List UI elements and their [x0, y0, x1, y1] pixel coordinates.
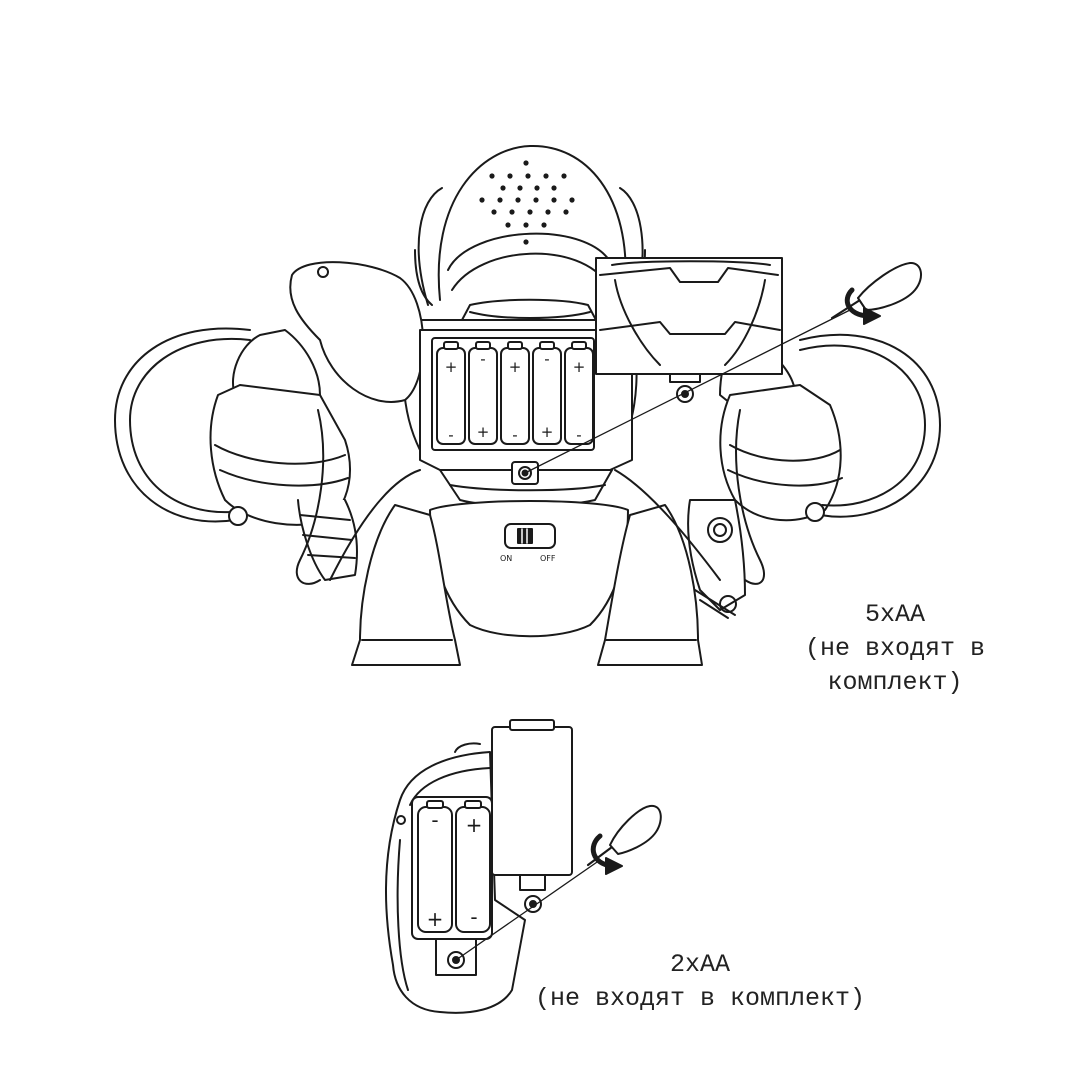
screw-icon [524, 895, 542, 913]
remote-battery-caption: 2xAA (не входят в комплект) [530, 948, 870, 1016]
robot-illustration: ON OFF [114, 144, 941, 666]
rotate-arrow-icon [844, 287, 881, 325]
robot-battery-compartment: + - + - + - + - + - [419, 329, 633, 485]
remote-battery-count: 2xAA [669, 950, 730, 979]
screw-icon [676, 385, 694, 403]
screwdriver-icon [586, 804, 662, 867]
robot-hip: ON OFF [429, 500, 629, 638]
remote-battery-cover [491, 719, 573, 913]
robot-legs [351, 504, 703, 666]
polarity-mark: - [448, 426, 453, 444]
remote-illustration: - + + - [385, 719, 662, 1014]
battery-icon [455, 800, 491, 933]
battery-icon [532, 341, 562, 445]
power-switch[interactable] [504, 523, 556, 549]
robot-head [414, 144, 646, 306]
polarity-mark: + [427, 907, 444, 931]
remote-battery-note: (не входят в комплект) [534, 984, 866, 1013]
switch-off-label: OFF [540, 554, 556, 563]
polarity-mark: + [445, 358, 458, 376]
robot-battery-note: (не входят в комплект) [804, 634, 986, 697]
polarity-mark: + [573, 358, 586, 376]
polarity-mark: - [544, 350, 549, 368]
polarity-mark: - [480, 350, 485, 368]
robot-left-arm [114, 261, 425, 585]
robot-battery-count: 5xAA [864, 600, 925, 629]
polarity-mark: + [509, 358, 522, 376]
polarity-mark: + [466, 813, 483, 837]
polarity-mark: + [477, 423, 490, 441]
robot-battery-cells [436, 341, 594, 445]
battery-icon [500, 341, 530, 445]
robot-battery-cover [595, 257, 783, 403]
polarity-mark: - [512, 426, 517, 444]
polarity-mark: + [541, 423, 554, 441]
battery-icon [468, 341, 498, 445]
battery-icon [564, 341, 594, 445]
robot-battery-caption: 5xAA (не входят в комплект) [730, 598, 1060, 700]
robot-right-arm [687, 333, 941, 619]
screwdriver-icon [830, 262, 922, 320]
switch-on-label: ON [500, 554, 512, 563]
battery-icon [417, 800, 453, 933]
speaker-grill [479, 160, 575, 245]
battery-icon [436, 341, 466, 445]
polarity-mark: - [576, 426, 581, 444]
polarity-mark: - [470, 905, 477, 929]
rotate-arrow-icon [590, 833, 623, 875]
polarity-mark: - [431, 808, 438, 832]
